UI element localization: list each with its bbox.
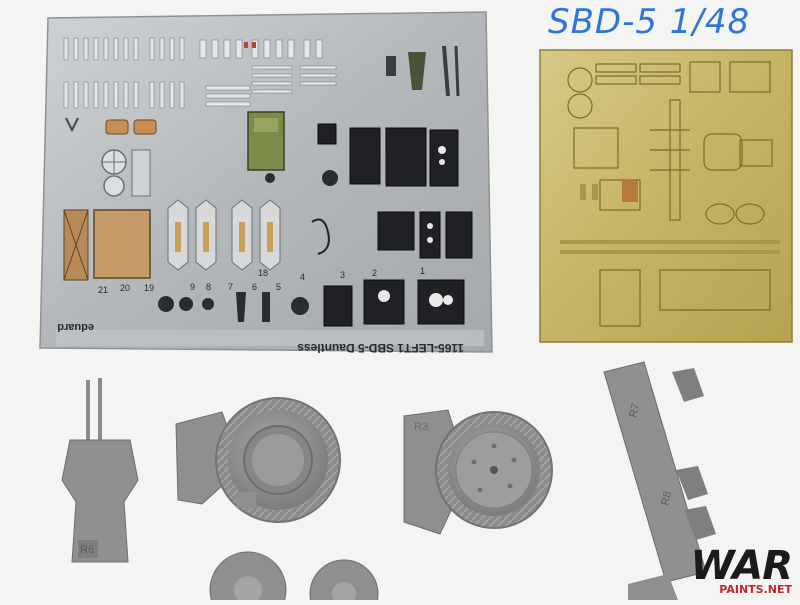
fret-number: 20 bbox=[120, 283, 130, 293]
fret-number: 5 bbox=[276, 282, 281, 292]
fret-number: 4 bbox=[300, 272, 305, 282]
resin-wheel-left bbox=[175, 397, 341, 523]
resin-label: R6 bbox=[80, 544, 94, 556]
fret-number: 3 bbox=[340, 270, 345, 280]
fret-brand: eduard bbox=[57, 321, 94, 333]
fret-part-number: 1165-LEFT1 SBD-5 Dauntless bbox=[297, 341, 464, 355]
resin-gun-mount: R6 bbox=[61, 378, 139, 563]
brass-photoetch-fret bbox=[539, 49, 793, 343]
fret-number: 8 bbox=[206, 282, 211, 292]
resin-label: R7 bbox=[627, 402, 642, 419]
fret-number: 9 bbox=[190, 282, 195, 292]
watermark-sub: PAINTS.NET bbox=[719, 583, 792, 596]
resin-label: R8 bbox=[659, 490, 674, 507]
fret-number: 2 bbox=[372, 268, 377, 278]
watermark-logo: WAR PAINTS.NET bbox=[690, 543, 793, 596]
fret-number: 19 bbox=[144, 283, 154, 293]
resin-sprue-bar: R7 R8 bbox=[603, 361, 716, 583]
fret-number: 21 bbox=[98, 285, 108, 295]
fret-numbers: 21 20 19 18 9 8 7 6 5 4 3 2 1 bbox=[98, 266, 425, 295]
watermark-main: WAR bbox=[690, 543, 793, 589]
fret-number: 1 bbox=[420, 266, 425, 276]
resin-wheel-right: R3 bbox=[403, 409, 553, 535]
photo-title: SBD-5 1/48 bbox=[548, 2, 751, 42]
fret-number: 18 bbox=[258, 268, 268, 278]
fret-number: 7 bbox=[228, 282, 233, 292]
fret-number: 6 bbox=[252, 282, 257, 292]
resin-hubs-bottom bbox=[209, 551, 678, 605]
resin-label: R3 bbox=[414, 421, 428, 433]
steel-photoetch-fret: 21 20 19 18 9 8 7 6 5 4 3 2 1 eduard 116… bbox=[39, 11, 493, 355]
